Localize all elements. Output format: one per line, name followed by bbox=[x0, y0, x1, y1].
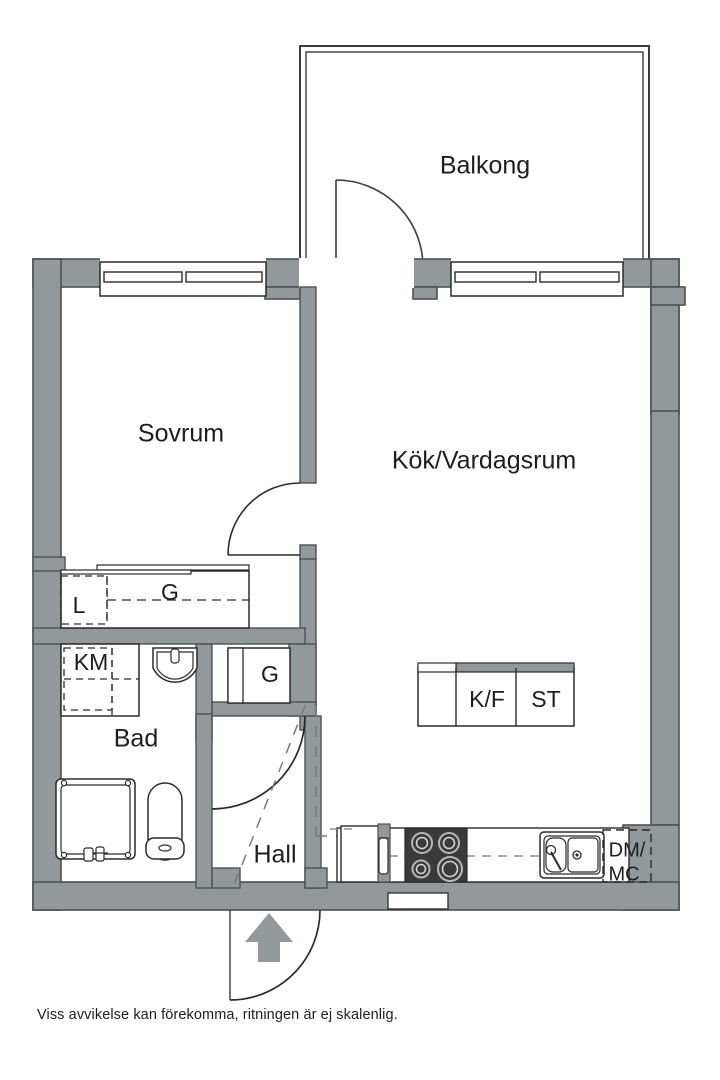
entrance-arrow bbox=[245, 913, 293, 962]
kitchen-counter-run bbox=[330, 823, 652, 910]
fixture-label-fridge-freezer: K/F bbox=[469, 686, 505, 712]
window-bedroom bbox=[99, 261, 267, 297]
room-label-hall: Hall bbox=[253, 841, 296, 869]
kitchen-upper-cabinets bbox=[417, 662, 575, 727]
balcony-door-swing bbox=[335, 179, 424, 268]
disclaimer-note: Viss avvikelse kan förekomma, ritningen … bbox=[37, 1007, 398, 1023]
entrance-door-swing bbox=[229, 909, 321, 1001]
room-label-kok-vardagsrum: Kök/Vardagsrum bbox=[392, 447, 576, 475]
toilet bbox=[145, 782, 185, 861]
fixture-label-laundry-l: L bbox=[73, 592, 86, 618]
fixture-label-closet-g-bedroom: G bbox=[161, 579, 179, 605]
window-livingroom bbox=[450, 261, 624, 297]
washing-machine-km-box bbox=[60, 643, 140, 717]
washbasin bbox=[152, 647, 198, 683]
fixture-label-washing-machine-km: KM bbox=[74, 649, 109, 675]
shower bbox=[55, 778, 136, 862]
fixture-label-dishwasher-dm: DM/ bbox=[609, 839, 646, 861]
bedroom-door-swing bbox=[227, 482, 301, 556]
room-label-sovrum: Sovrum bbox=[138, 420, 224, 448]
interior-walls bbox=[32, 286, 328, 889]
wardrobe-g-bedroom bbox=[60, 564, 250, 629]
fixture-label-pantry-st: ST bbox=[531, 686, 560, 712]
wardrobe-g-hall bbox=[227, 647, 291, 704]
fixture-label-dishwasher-mc: MC bbox=[608, 863, 639, 885]
bathroom-door-swing bbox=[211, 705, 380, 891]
fixture-label-closet-g-hall: G bbox=[261, 661, 279, 687]
room-label-bad: Bad bbox=[114, 725, 158, 753]
balcony-outline bbox=[299, 45, 650, 268]
room-label-balkong: Balkong bbox=[440, 152, 530, 180]
